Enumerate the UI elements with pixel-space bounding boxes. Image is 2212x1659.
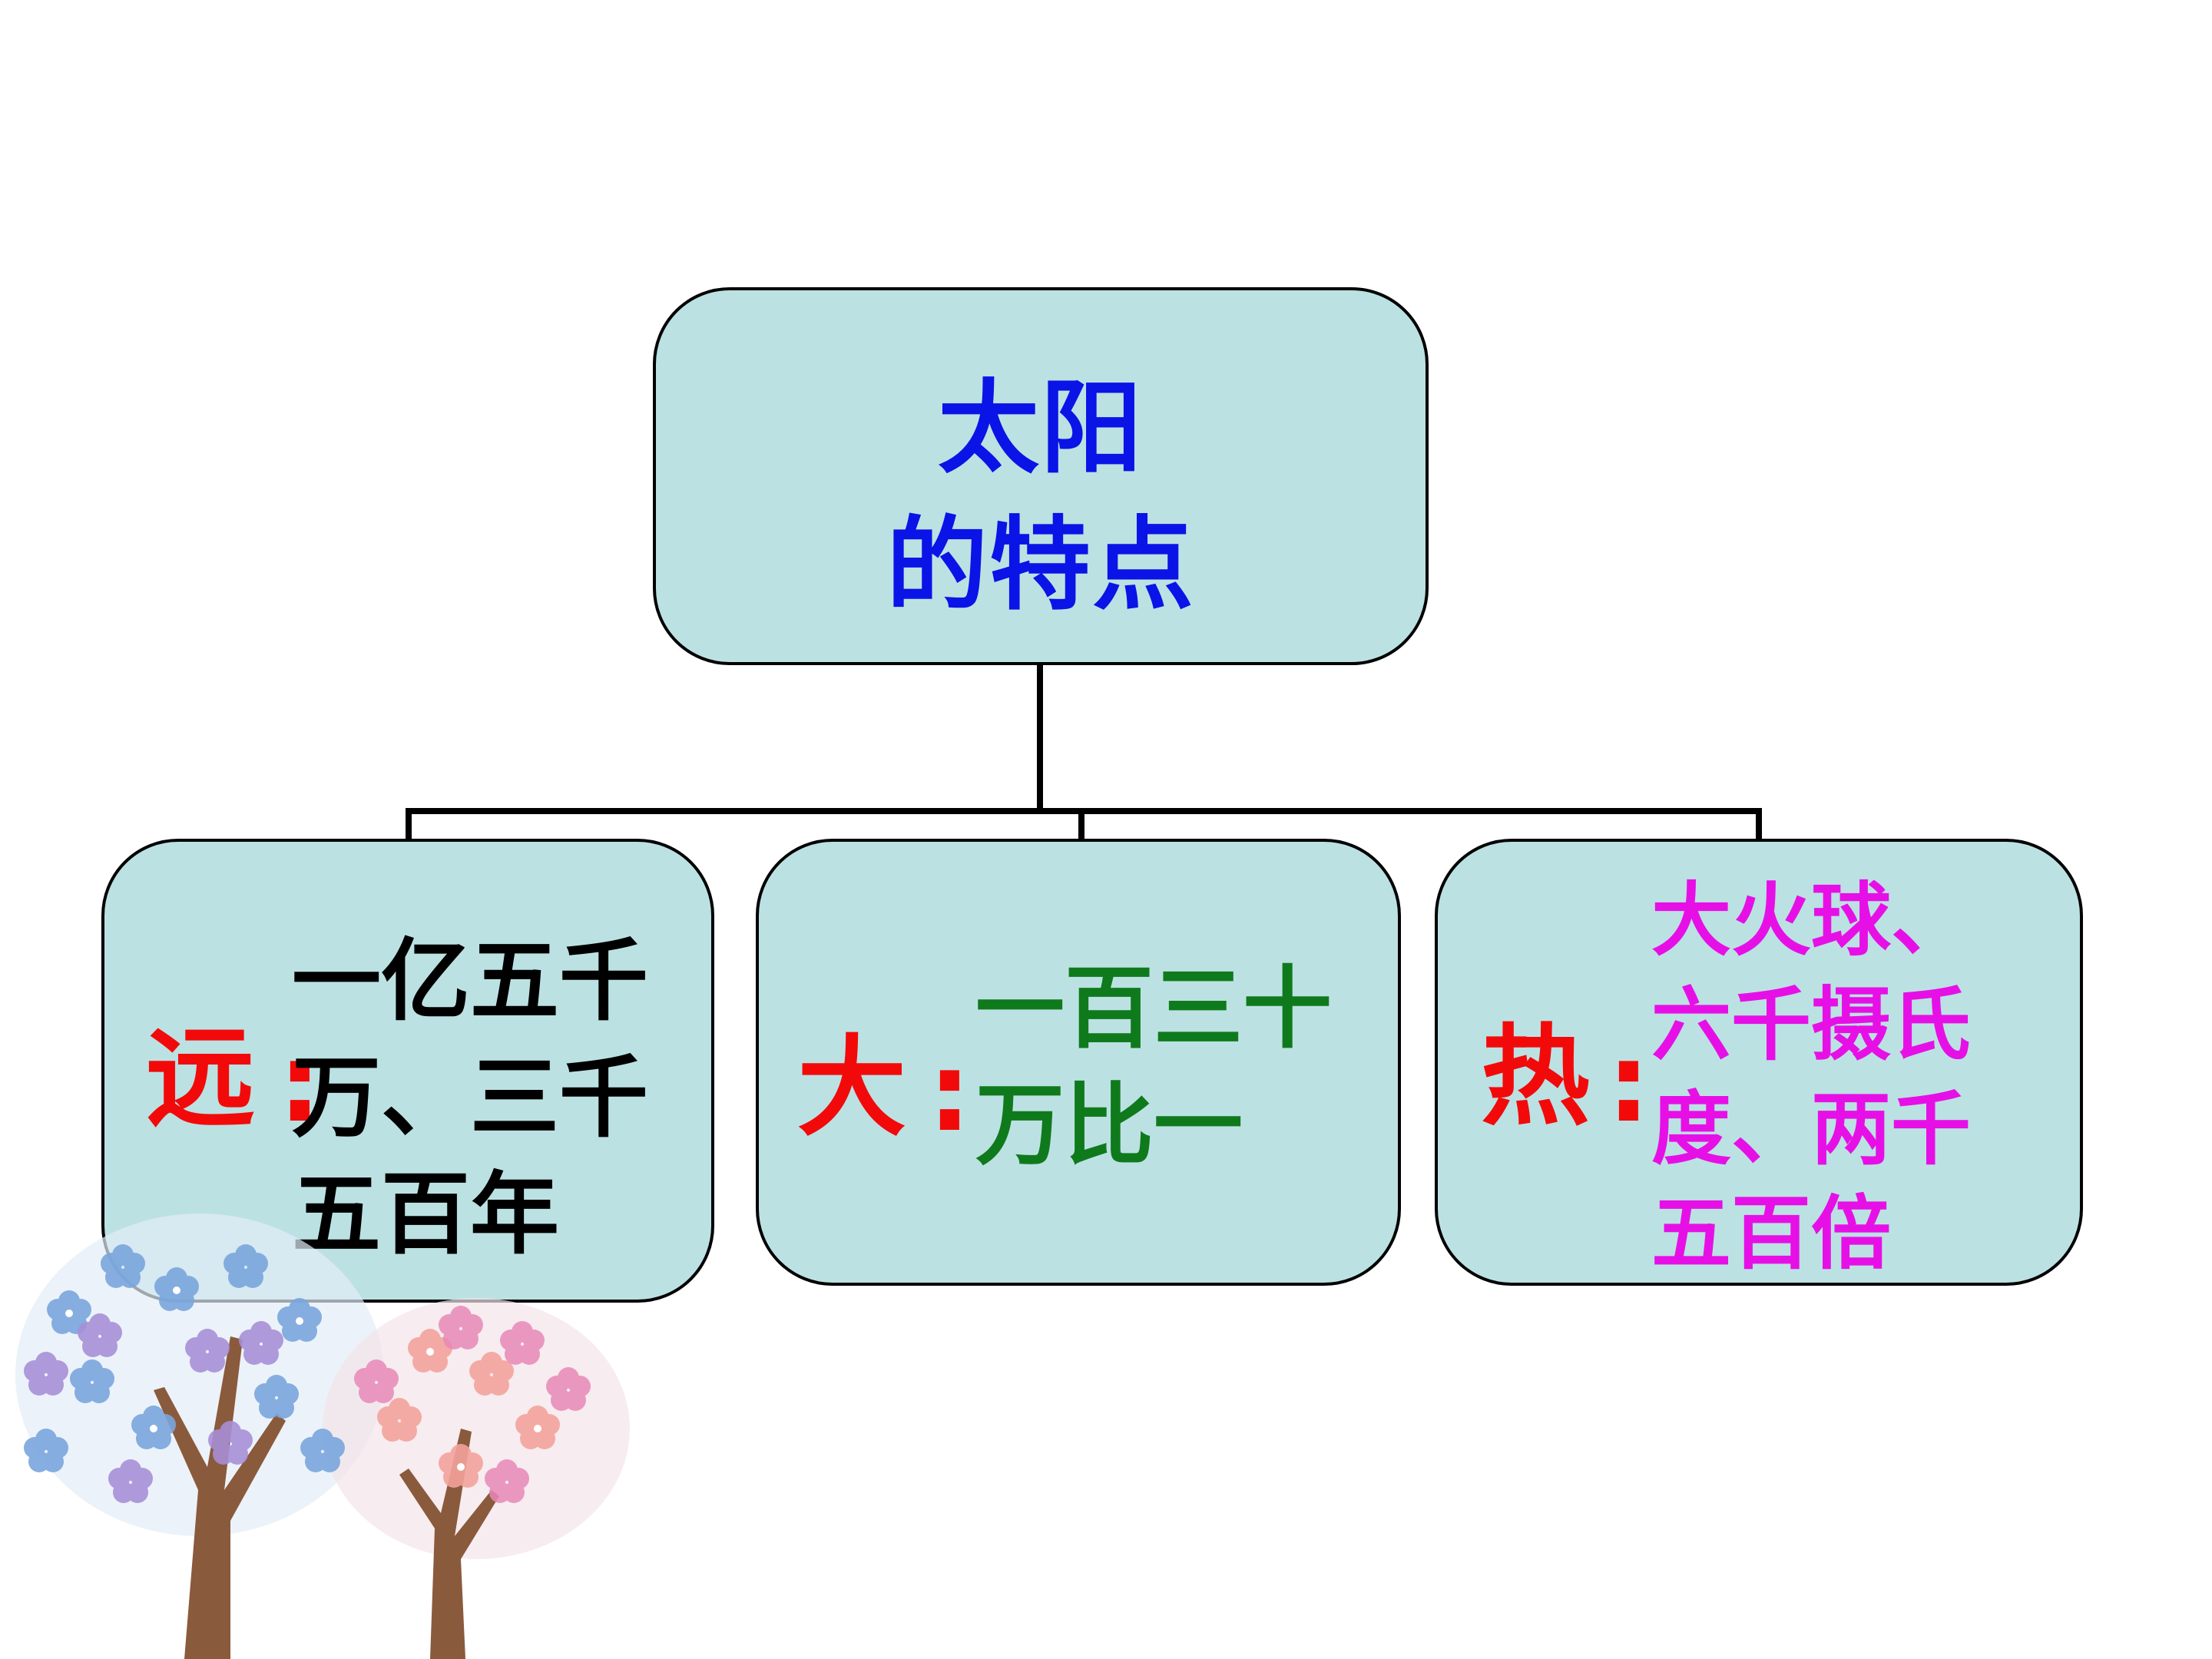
big-colon: : — [928, 1029, 972, 1156]
connector-middle-drop — [1078, 808, 1084, 845]
hot-line-4: 五百倍 — [1651, 1187, 1892, 1280]
hot-line-3: 度、两千 — [1651, 1082, 1972, 1176]
big-line-2: 万比一 — [975, 1074, 1243, 1177]
hot-lead-char: 热 — [1481, 1014, 1590, 1141]
far-line-3: 五百年 — [292, 1163, 559, 1267]
root-line-2: 的特点 — [886, 506, 1195, 624]
big-line-1: 一百三十 — [975, 957, 1332, 1061]
far-line-1: 一亿五千 — [292, 929, 648, 1033]
hot-colon: : — [1607, 1020, 1651, 1147]
connector-root-stem — [1037, 665, 1043, 814]
far-colon: : — [278, 1020, 322, 1147]
hot-line-2: 六千摄氏 — [1651, 978, 1972, 1071]
far-lead-char: 远 — [146, 1015, 255, 1142]
child-node-big: 大 : 一百三十 万比一 — [756, 839, 1401, 1286]
child-node-hot: 热 : 大火球、 六千摄氏 度、两千 五百倍 — [1435, 839, 2083, 1286]
connector-right-drop — [1756, 808, 1762, 845]
big-lead-char: 大 — [797, 1025, 906, 1151]
hot-line-1: 大火球、 — [1651, 873, 1972, 967]
root-line-1: 太阳 — [938, 369, 1144, 488]
root-node: 太阳 的特点 — [653, 287, 1429, 665]
tree-decoration-icon — [15, 1214, 630, 1659]
far-line-2: 万、三千 — [292, 1046, 648, 1150]
connector-left-drop — [406, 808, 412, 845]
